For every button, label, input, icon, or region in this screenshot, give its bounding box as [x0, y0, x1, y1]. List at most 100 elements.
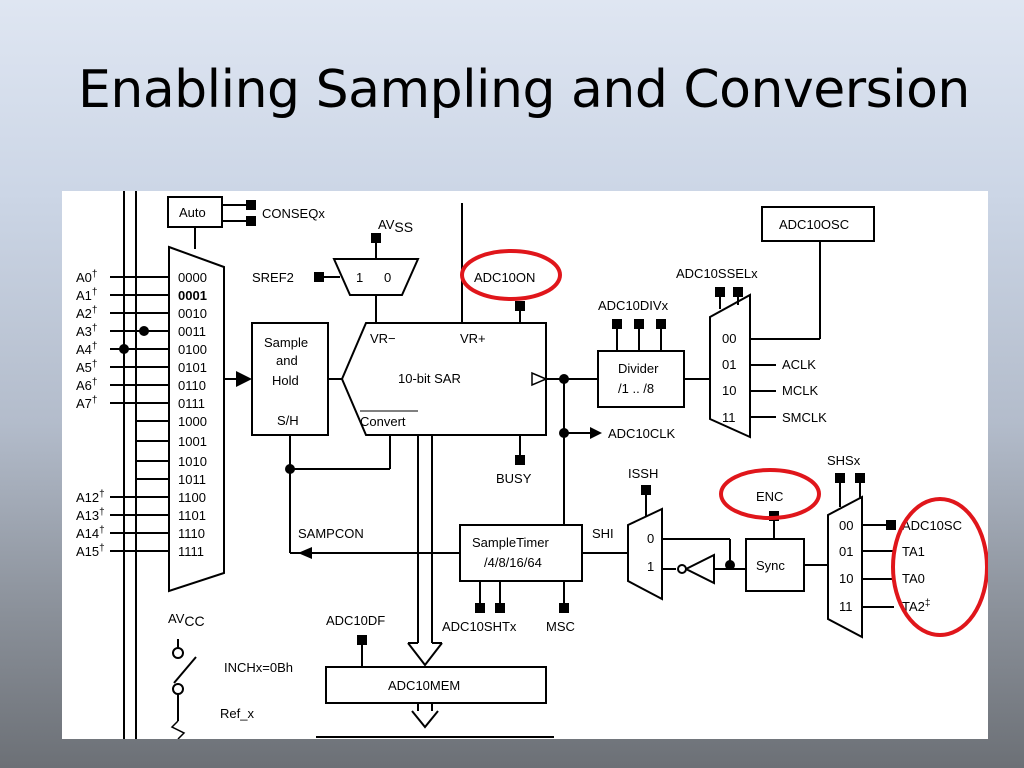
enc-label: ENC [756, 489, 783, 504]
msc-bit [559, 603, 569, 613]
adc10osc-box [761, 206, 875, 242]
src-ta1: TA1 [902, 544, 925, 559]
adc10-block-diagram: Auto CONSEQx AVSS SREF2 1 0 ADC10ON ADC1… [62, 191, 988, 739]
mux-code: 0001 [178, 288, 207, 303]
mux-code: 1111 [178, 544, 204, 559]
channel-label: A13† [76, 507, 105, 523]
adc10mem-label: ADC10MEM [388, 678, 460, 693]
shi-label: SHI [592, 526, 614, 541]
input-mux [168, 245, 225, 593]
adc10clk-label: ADC10CLK [608, 426, 676, 441]
shs-mux [827, 495, 863, 639]
channel-label: A7† [76, 395, 97, 411]
conseq-label: CONSEQx [262, 206, 325, 221]
ref-x-label: Ref_x [220, 706, 254, 721]
mux-code: 1110 [178, 526, 205, 541]
mux-code: 0011 [178, 324, 206, 339]
mux-code: 1101 [178, 508, 206, 523]
adc10div-bit [612, 319, 622, 329]
sample-hold-text-3: Hold [272, 373, 299, 388]
mux-code: 1001 [178, 434, 207, 449]
adc10ssel-label: ADC10SSELx [676, 266, 758, 281]
mclk-label: MCLK [782, 383, 818, 398]
smclk-label: SMCLK [782, 410, 827, 425]
shs-sel-10: 10 [839, 571, 853, 586]
mux-code: 0101 [178, 360, 207, 375]
sample-timer-box [459, 524, 583, 582]
channel-label: A3† [76, 323, 97, 339]
junction-dot [119, 344, 129, 354]
channel-label: A4† [76, 341, 97, 357]
busy-label: BUSY [496, 471, 532, 486]
adc10osc-box-label: ADC10OSC [779, 217, 849, 232]
clk-sel-11: 11 [722, 410, 736, 425]
avcc-label: AVCC [168, 611, 205, 629]
channel-label: A12† [76, 489, 105, 505]
adc10df-bit [357, 635, 367, 645]
sref-mux-zero: 0 [384, 270, 391, 285]
inch-label: INCHx=0Bh [224, 660, 293, 675]
sample-hold-text-1: Sample [264, 335, 308, 350]
junction-dot [559, 374, 569, 384]
src-adc10sc: ADC10SC [902, 518, 962, 533]
junction-dot [285, 464, 295, 474]
issh-in-1: 1 [647, 559, 654, 574]
adc10sht-label: ADC10SHTx [442, 619, 517, 634]
diagram-canvas: Auto CONSEQx AVSS SREF2 1 0 ADC10ON ADC1… [76, 191, 988, 739]
src-ta2: TA2‡ [902, 598, 930, 614]
adc10ssel-bit [715, 287, 725, 297]
msc-label: MSC [546, 619, 575, 634]
convert-label: Convert [360, 414, 406, 429]
shs-sel-01: 01 [839, 544, 853, 559]
sampcon-arrow [298, 547, 312, 559]
sref-mux-one: 1 [356, 270, 363, 285]
vr-plus-label: VR+ [460, 331, 486, 346]
adc10div-bit [656, 319, 666, 329]
channel-label: A2† [76, 305, 97, 321]
mux-code: 1000 [178, 414, 207, 429]
channel-label: A0† [76, 269, 97, 285]
divider-text-2: /1 .. /8 [618, 381, 654, 396]
slide-title: Enabling Sampling and Conversion [78, 60, 970, 120]
arrow-to-sample-hold [236, 371, 252, 387]
mux-code: 0111 [178, 396, 205, 411]
sample-timer-text-1: SampleTimer [472, 535, 549, 550]
sar-block [340, 322, 547, 436]
shs-bit [855, 473, 865, 483]
sar-label: 10-bit SAR [398, 371, 461, 386]
adc10div-label: ADC10DIVx [598, 298, 669, 313]
mux-code: 0100 [178, 342, 207, 357]
highlight-trigger-sources [891, 497, 988, 637]
clk-sel-00: 00 [722, 331, 736, 346]
adc10df-label: ADC10DF [326, 613, 385, 628]
channel-label: A1† [76, 287, 97, 303]
adc10sht-bit [475, 603, 485, 613]
divider-box [597, 350, 685, 408]
avcc-node [172, 647, 184, 659]
channel-label: A14† [76, 525, 105, 541]
sync-label: Sync [756, 558, 785, 573]
sref-mux [332, 258, 420, 296]
shs-bit [835, 473, 845, 483]
sampcon-label: SAMPCON [298, 526, 364, 541]
adc10mem-box [325, 666, 547, 704]
highlight-adc10on [460, 249, 562, 301]
junction-dot [139, 326, 149, 336]
junction-dot [725, 560, 735, 570]
divider-text-1: Divider [618, 361, 659, 376]
conseq-bit [246, 200, 256, 210]
issh-bit [641, 485, 651, 495]
mux-code: 0000 [178, 270, 207, 285]
clk-sel-01: 01 [722, 357, 736, 372]
channel-label: A6† [76, 377, 97, 393]
adc10on-label: ADC10ON [474, 270, 535, 285]
shs-sel-00: 00 [839, 518, 853, 533]
mux-code: 0110 [178, 378, 206, 393]
conseq-bit [246, 216, 256, 226]
inverter [683, 553, 715, 585]
adc10ssel-bit [733, 287, 743, 297]
mux-code: 1011 [178, 472, 206, 487]
aclk-label: ACLK [782, 357, 816, 372]
sref2-label: SREF2 [252, 270, 294, 285]
issh-mux [627, 507, 663, 601]
